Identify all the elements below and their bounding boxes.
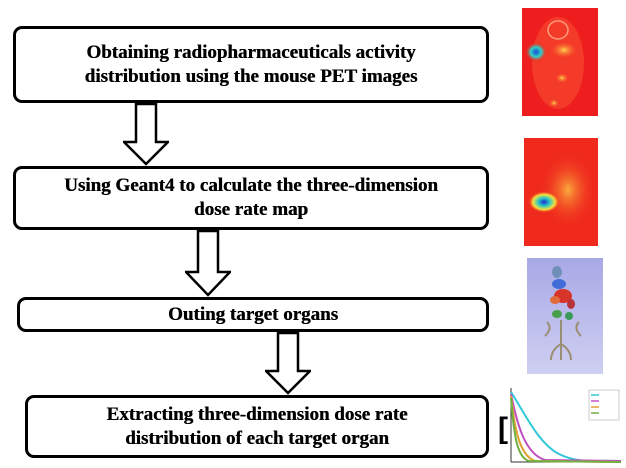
step-1-line-1: Obtaining radiopharmaceuticals activity [86,41,416,63]
cropped-glyph: [ [498,412,508,445]
dose-rate-map-thumbnail [524,138,598,246]
step-2-box: Using Geant4 to calculate the three-dime… [13,166,489,230]
step-2-line-2: dose rate map [194,199,308,220]
dose-rate-curve-thumbnail [505,384,623,464]
pet-image-thumbnail [522,8,598,116]
step-4-line-1: Extracting three-dimension dose rate [106,403,408,425]
step-1-line-2: distribution using the mouse PET images [84,65,418,87]
down-arrow-icon [123,103,169,166]
step-2-line-1: Using Geant4 to calculate the three-dime… [64,175,438,196]
down-arrow-icon [265,332,311,395]
target-organs-thumbnail [527,258,603,374]
step-4-box: Extracting three-dimension dose rate dis… [25,395,489,458]
step-3-box: Outing target organs [17,297,489,332]
step-1-box: Obtaining radiopharmaceuticals activity … [13,26,489,103]
step-4-line-2: distribution of each target organ [125,427,389,449]
down-arrow-icon [185,230,231,297]
step-3-line-1: Outing target organs [168,303,338,325]
